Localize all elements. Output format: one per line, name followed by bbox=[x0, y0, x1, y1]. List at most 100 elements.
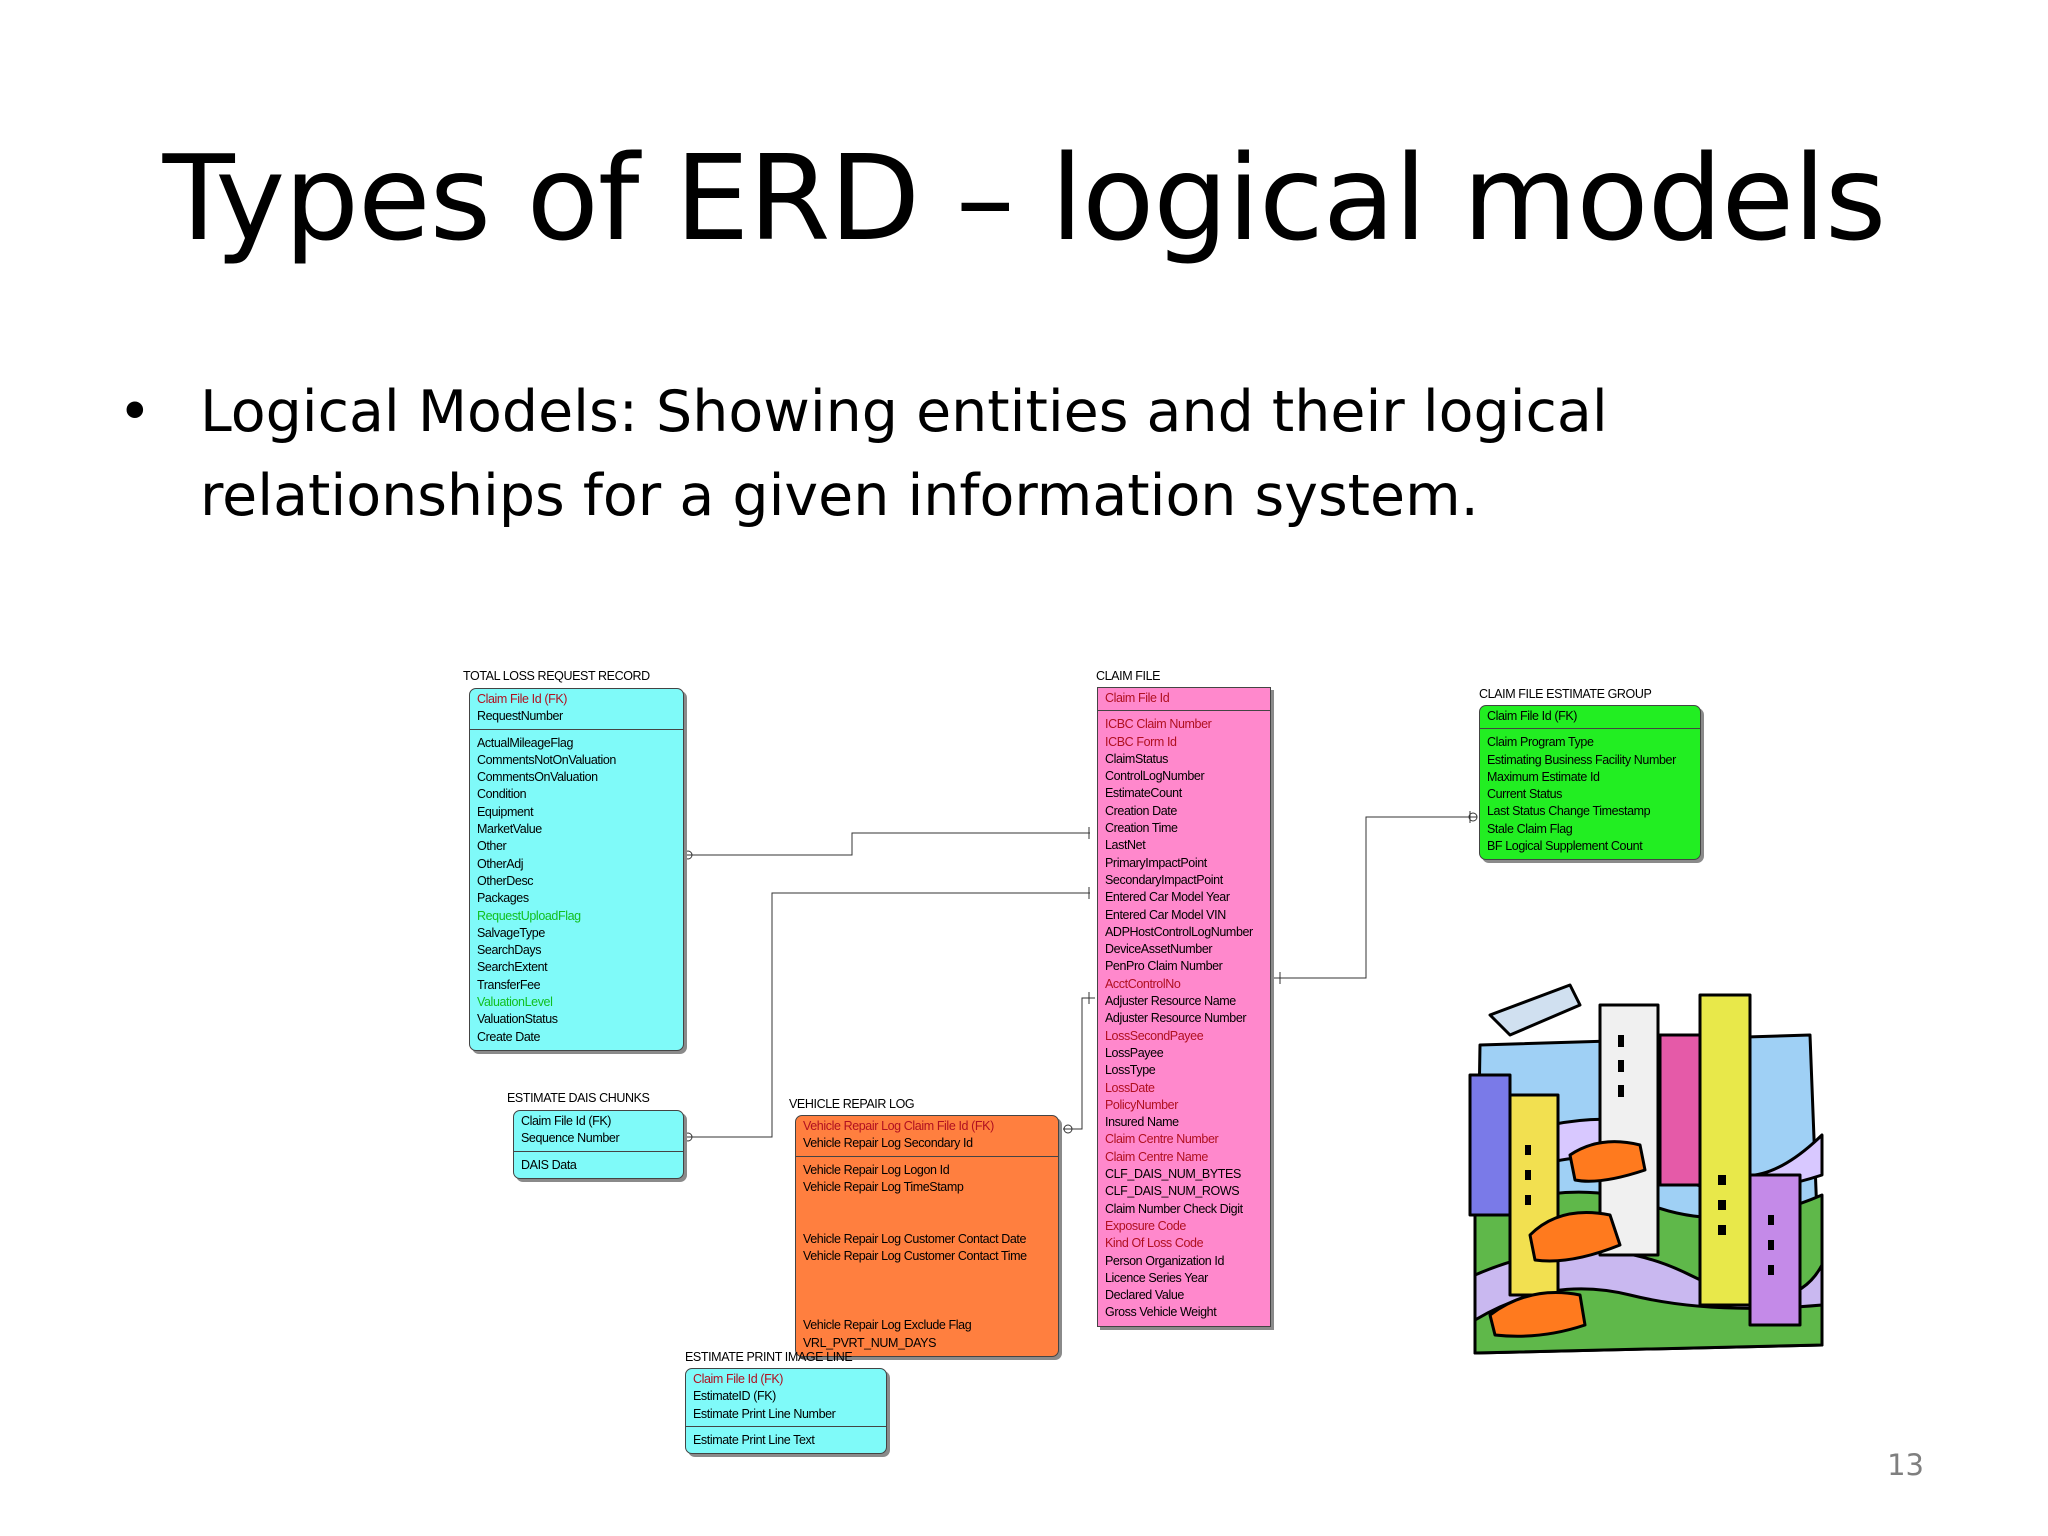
entity-title-estimate-group: CLAIM FILE ESTIMATE GROUP bbox=[1479, 687, 1652, 701]
entity-attribute: SecondaryImpactPoint bbox=[1105, 872, 1223, 887]
entity-title-dais-chunks: ESTIMATE DAIS CHUNKS bbox=[507, 1091, 650, 1105]
entity-attribute: Adjuster Resource Name bbox=[1105, 994, 1236, 1009]
entity-attribute: Exposure Code bbox=[1105, 1218, 1186, 1233]
entity-attribute-spacer bbox=[803, 1265, 1051, 1282]
entity-attribute: Claim Number Check Digit bbox=[1105, 1201, 1243, 1216]
entity-key-attribute: Estimate Print Line Number bbox=[693, 1406, 836, 1421]
entity-attribute: Insured Name bbox=[1105, 1115, 1179, 1130]
rel-line-dais-chunks bbox=[683, 892, 1090, 1138]
entity-title-claim-file: CLAIM FILE bbox=[1096, 669, 1161, 683]
bullet-dot: • bbox=[118, 379, 152, 445]
entity-attribute: Vehicle Repair Log Logon Id bbox=[803, 1162, 950, 1177]
entity-attribute: OtherDesc bbox=[477, 873, 534, 888]
entity-attribute: SearchExtent bbox=[477, 960, 548, 975]
entity-attribute: PenPro Claim Number bbox=[1105, 959, 1223, 974]
entity-attribute-spacer bbox=[803, 1213, 1051, 1230]
rel-line-total-loss bbox=[683, 832, 1090, 856]
entity-attribute: Vehicle Repair Log Exclude Flag bbox=[803, 1318, 972, 1333]
entity-attribute: SearchDays bbox=[477, 943, 542, 958]
entity-key-section: Claim File Id (FK) Sequence Number bbox=[514, 1111, 683, 1152]
entity-attribute: LastNet bbox=[1105, 838, 1146, 853]
entity-attribute: LossDate bbox=[1105, 1080, 1155, 1095]
entity-attribute: ICBC Form Id bbox=[1105, 734, 1177, 749]
entity-attribute: LossPayee bbox=[1105, 1045, 1164, 1060]
entity-attribute: Estimate Print Line Text bbox=[693, 1432, 815, 1447]
entity-key-section: Claim File Id bbox=[1098, 688, 1270, 712]
entity-attribute: MarketValue bbox=[477, 822, 542, 837]
entity-attribute: ClaimStatus bbox=[1105, 751, 1168, 766]
entity-attribute: ActualMileageFlag bbox=[477, 735, 574, 750]
entity-attribute: Stale Claim Flag bbox=[1487, 821, 1573, 836]
entity-attribute: Claim Centre Name bbox=[1105, 1149, 1208, 1164]
entity-attribute: Gross Vehicle Weight bbox=[1105, 1305, 1217, 1320]
page-number: 13 bbox=[1887, 1448, 1924, 1482]
entity-attribute: LossSecondPayee bbox=[1105, 1028, 1204, 1043]
erd-diagram: TOTAL LOSS REQUEST RECORD Claim File Id … bbox=[455, 665, 2048, 1480]
entity-key-attribute: Sequence Number bbox=[521, 1131, 620, 1146]
entity-attribute: EstimateCount bbox=[1105, 786, 1182, 801]
entity-key-attribute: Claim File Id (FK) bbox=[521, 1114, 612, 1128]
entity-attribute: Person Organization Id bbox=[1105, 1253, 1225, 1268]
entity-attribute: CommentsOnValuation bbox=[477, 770, 598, 785]
entity-key-attribute: Claim File Id bbox=[1105, 691, 1170, 705]
entity-attribute: CommentsNotOnValuation bbox=[477, 752, 616, 767]
entity-title-print-image: ESTIMATE PRINT IMAGE LINE bbox=[685, 1350, 853, 1364]
entity-key-attribute: Vehicle Repair Log Secondary Id bbox=[803, 1136, 973, 1151]
entity-attribute: PolicyNumber bbox=[1105, 1097, 1179, 1112]
entity-attribute: VRL_PVRT_NUM_DAYS bbox=[803, 1335, 937, 1350]
entity-attribute: Last Status Change Timestamp bbox=[1487, 804, 1651, 819]
relationship-lines bbox=[683, 811, 1478, 1142]
entity-attribute: CLF_DAIS_NUM_BYTES bbox=[1105, 1167, 1241, 1182]
entity-vehicle-repair-log: Vehicle Repair Log Claim File Id (FK) Veh… bbox=[795, 1115, 1059, 1357]
entity-attribute: Equipment bbox=[477, 804, 534, 819]
entity-attribute-spacer bbox=[803, 1300, 1051, 1317]
entity-attribute: TransferFee bbox=[477, 977, 541, 992]
slide-title: Types of ERD – logical models bbox=[162, 129, 1887, 267]
entity-key-section: Claim File Id (FK)EstimateID (FK)Estimat… bbox=[686, 1369, 886, 1427]
entity-attribute: Kind Of Loss Code bbox=[1105, 1236, 1204, 1251]
entity-attribute: Creation Time bbox=[1105, 821, 1178, 836]
entity-key-section: Claim File Id (FK) bbox=[1480, 706, 1700, 730]
entity-attribute: PrimaryImpactPoint bbox=[1105, 855, 1207, 870]
entity-attribute: ValuationLevel bbox=[477, 995, 553, 1010]
rel-line-repair-log bbox=[1063, 997, 1095, 1130]
entity-key-attribute: Claim File Id (FK) bbox=[477, 692, 568, 706]
entity-title-repair-log: VEHICLE REPAIR LOG bbox=[789, 1097, 915, 1111]
entity-attribute: Licence Series Year bbox=[1105, 1270, 1208, 1285]
entity-key-section: Vehicle Repair Log Claim File Id (FK) Veh… bbox=[796, 1116, 1058, 1157]
entity-attribute: ICBC Claim Number bbox=[1105, 717, 1212, 732]
entity-key-attribute: Vehicle Repair Log Claim File Id (FK) bbox=[803, 1119, 994, 1133]
city-clipart-image bbox=[1468, 983, 1824, 1355]
entity-title-total-loss: TOTAL LOSS REQUEST RECORD bbox=[463, 669, 650, 683]
entity-attribute: Entered Car Model Year bbox=[1105, 890, 1230, 905]
entity-attribute: OtherAdj bbox=[477, 856, 524, 871]
entity-key-attribute: Claim File Id (FK) bbox=[693, 1372, 784, 1386]
rel-line-estimate-group bbox=[1273, 816, 1477, 979]
entity-attribute: Adjuster Resource Number bbox=[1105, 1011, 1247, 1026]
entity-attribute: Estimating Business Facility Number bbox=[1487, 752, 1676, 767]
entity-attribute: Declared Value bbox=[1105, 1288, 1184, 1303]
entity-attribute: Vehicle Repair Log Customer Contact Time bbox=[803, 1249, 1027, 1264]
entity-estimate-print-image-line: Claim File Id (FK)EstimateID (FK)Estimat… bbox=[685, 1368, 887, 1455]
entity-key-section: Claim File Id (FK) RequestNumber bbox=[470, 689, 683, 730]
entity-attribute: SalvageType bbox=[477, 925, 545, 940]
entity-attribute: RequestUploadFlag bbox=[477, 908, 581, 923]
entity-attribute: DeviceAssetNumber bbox=[1105, 942, 1213, 957]
entity-attribute: ControlLogNumber bbox=[1105, 769, 1205, 784]
entity-attribute: Vehicle Repair Log Customer Contact Date bbox=[803, 1231, 1027, 1246]
entity-key-attribute: Claim File Id (FK) bbox=[1487, 709, 1578, 723]
bullet-text: Logical Models: Showing entities and the… bbox=[200, 379, 1608, 529]
entity-key-attribute: RequestNumber bbox=[477, 709, 563, 724]
entity-attribute: Creation Date bbox=[1105, 803, 1177, 818]
entity-attribute: LossType bbox=[1105, 1063, 1156, 1078]
entity-attribute: Packages bbox=[477, 891, 529, 906]
entity-attribute: DAIS Data bbox=[521, 1157, 577, 1172]
entity-attribute: ADPHostControlLogNumber bbox=[1105, 924, 1253, 939]
entity-attribute-section: DAIS Data bbox=[514, 1152, 683, 1178]
